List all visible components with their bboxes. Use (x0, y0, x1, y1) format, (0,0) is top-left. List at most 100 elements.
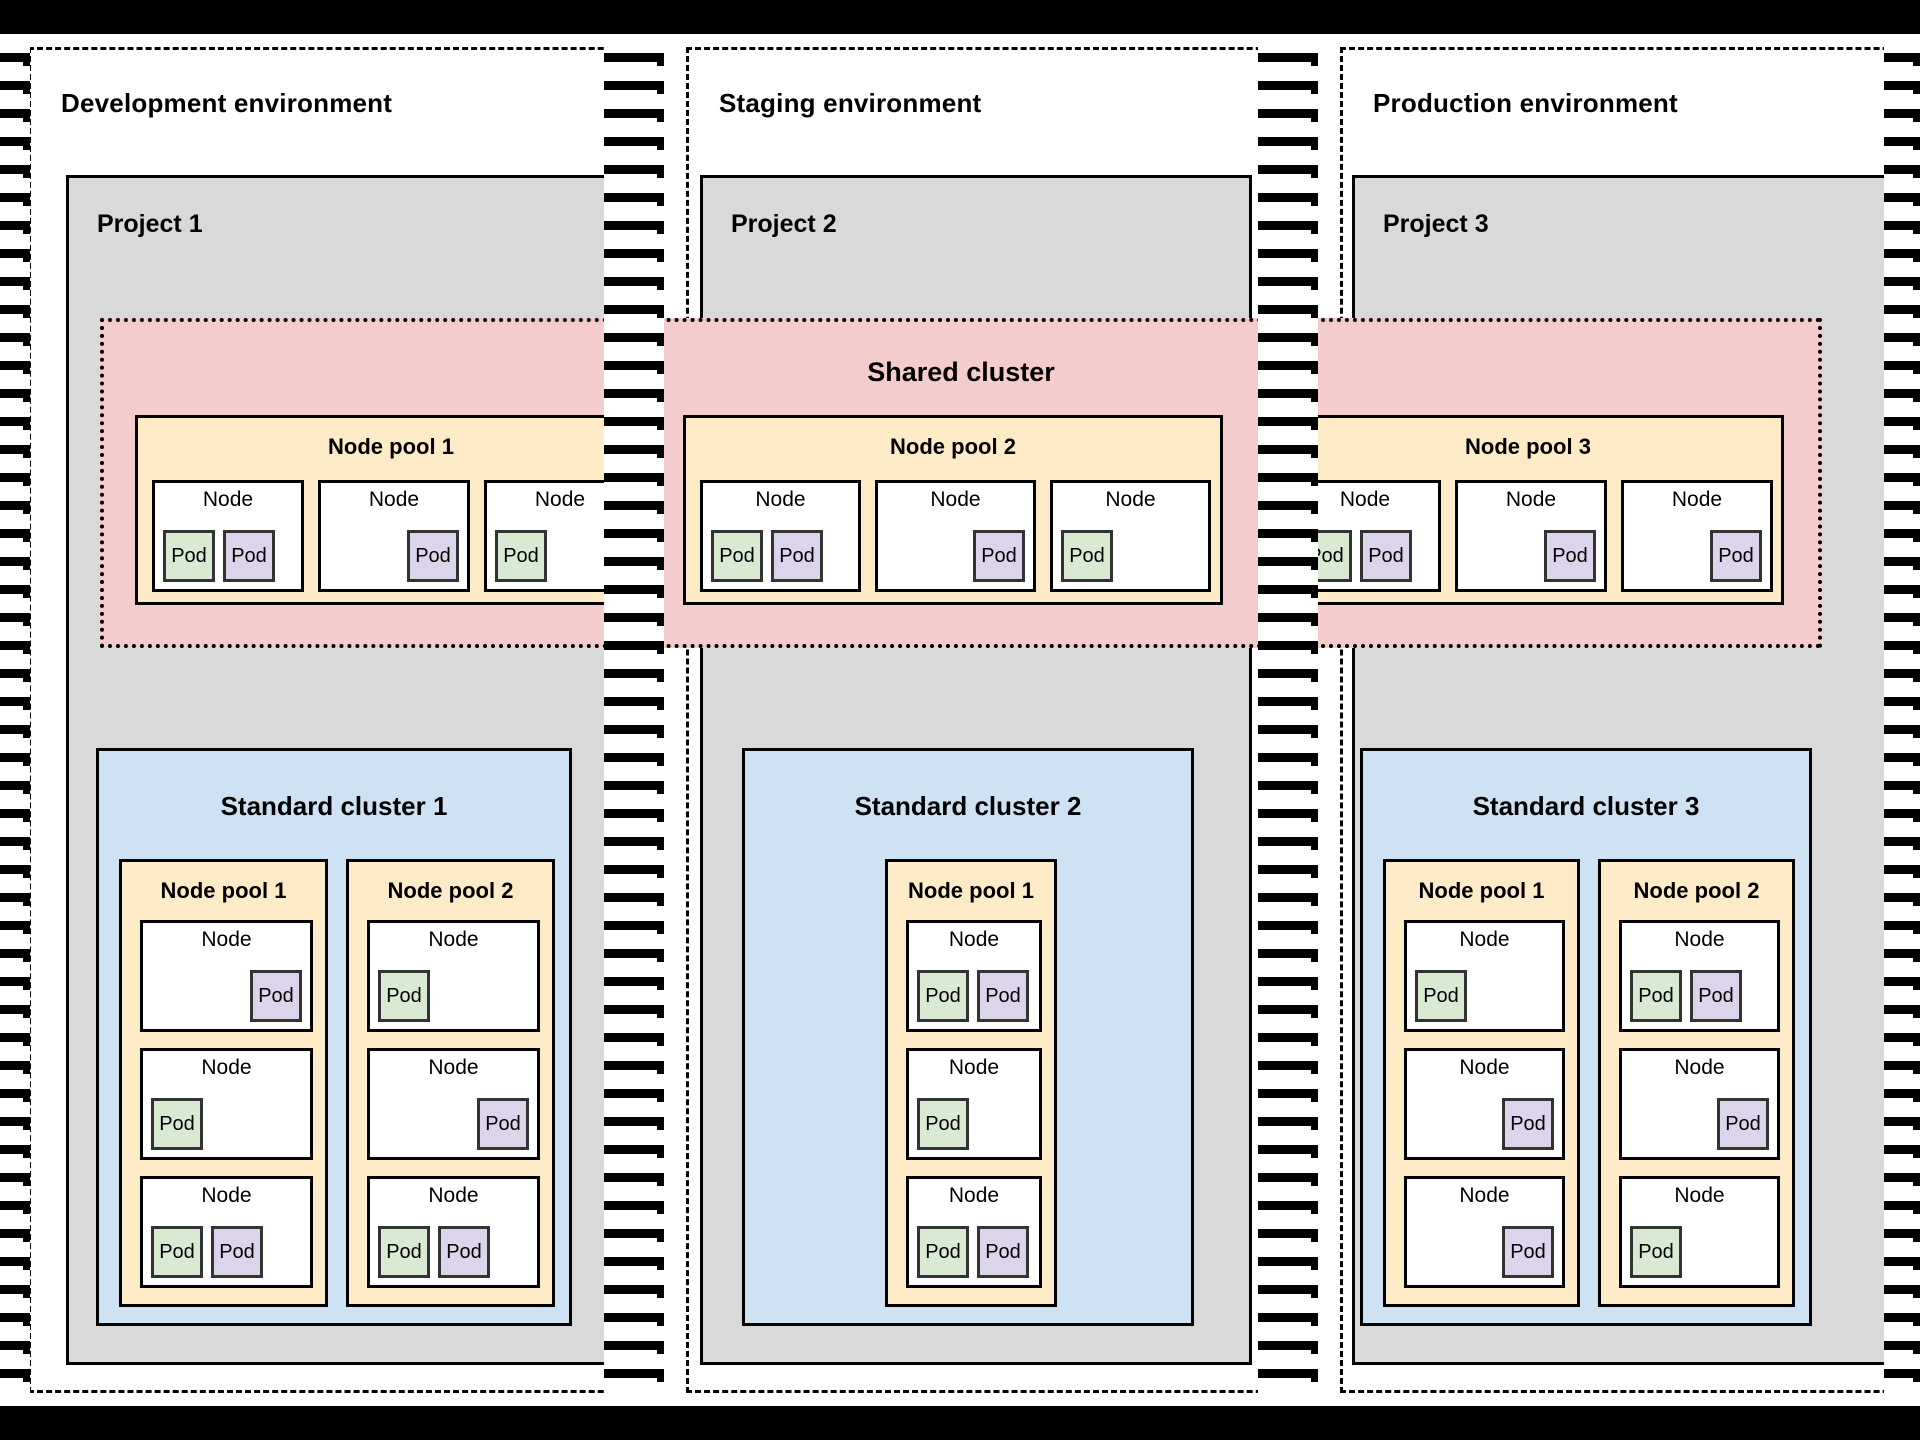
hatch-tip (1913, 619, 1920, 626)
hatch-tip (1913, 1319, 1920, 1326)
hatch-tip (1913, 1067, 1920, 1074)
hatch-rung (1884, 249, 1920, 258)
hatch-tip (1913, 1375, 1920, 1382)
pod-purple: Pod (407, 530, 459, 582)
hatch-rung (1884, 333, 1920, 342)
hatch-rung (1258, 697, 1318, 706)
hatch-rung (0, 529, 30, 538)
hatch-rung (1884, 1033, 1920, 1042)
pod-container: Pod (1630, 1098, 1769, 1150)
hatch-rung (1258, 501, 1318, 510)
hatch-tip (1913, 311, 1920, 318)
hatch-rung (604, 137, 664, 146)
hatch-tip (657, 311, 664, 318)
hatch-tip (657, 1011, 664, 1018)
node-pool-title: Node pool 1 (908, 878, 1034, 903)
node-label: Node (948, 1184, 1000, 1207)
hatch-rung (1884, 137, 1920, 146)
hatch-tip (657, 675, 664, 682)
hatch-tip (657, 59, 664, 66)
hatch-rung (0, 641, 30, 650)
hatch-tip (23, 1235, 30, 1242)
hatch-rung (604, 305, 664, 314)
hatch-tip (657, 87, 664, 94)
hatch-tip (1913, 1207, 1920, 1214)
hatch-rung (0, 1033, 30, 1042)
hatch-tip (1913, 507, 1920, 514)
hatch-rung (1258, 1341, 1318, 1350)
hatch-rung (1884, 697, 1920, 706)
hatch-tip (657, 1123, 664, 1130)
hatch-tip (657, 143, 664, 150)
hatch-tip (1913, 759, 1920, 766)
pod-container: Pod (378, 970, 529, 1022)
hatch-tip (1913, 227, 1920, 234)
pod-purple: Pod (223, 530, 275, 582)
hatch-rung (1884, 165, 1920, 174)
hatch-rung (1258, 1061, 1318, 1070)
hatch-rung (0, 1089, 30, 1098)
hatch-tip (657, 1039, 664, 1046)
hatch-tip (23, 759, 30, 766)
hatch-tip (23, 283, 30, 290)
hatch-tip (23, 59, 30, 66)
hatch-tip (657, 871, 664, 878)
hatch-rung (0, 389, 30, 398)
hatch-rung (604, 81, 664, 90)
hatch-tip (1913, 367, 1920, 374)
hatched-separator-3 (1258, 47, 1318, 1393)
hatch-tip (657, 255, 664, 262)
hatch-tip (657, 339, 664, 346)
hatch-rung (0, 613, 30, 622)
hatch-rung (0, 585, 30, 594)
hatch-tip (1913, 675, 1920, 682)
hatch-tip (1913, 1179, 1920, 1186)
hatch-rung (1884, 1089, 1920, 1098)
hatch-tip (1311, 311, 1318, 318)
hatch-rung (0, 697, 30, 706)
hatch-rung (1884, 417, 1920, 426)
hatch-tip (657, 1291, 664, 1298)
hatch-tip (1913, 787, 1920, 794)
hatch-tip (23, 395, 30, 402)
hatch-tip (1913, 1347, 1920, 1354)
hatched-separator-4 (1884, 47, 1920, 1393)
pod-container: Pod (917, 1098, 1031, 1150)
hatch-rung (1884, 193, 1920, 202)
pod-purple: Pod (250, 970, 302, 1022)
hatch-rung (1884, 1285, 1920, 1294)
hatch-tip (1311, 619, 1318, 626)
hatch-rung (604, 1089, 664, 1098)
hatch-rung (604, 1033, 664, 1042)
pod-container: Pod (1632, 530, 1762, 582)
pod-purple: Pod (1544, 530, 1596, 582)
hatch-tip (23, 815, 30, 822)
hatch-tip (23, 87, 30, 94)
hatch-rung (604, 1257, 664, 1266)
hatch-rung (604, 277, 664, 286)
hatch-tip (1311, 1207, 1318, 1214)
node-label: Node (1459, 928, 1510, 951)
node-pool-title: Node pool 1 (160, 878, 287, 903)
hatch-tip (1311, 1039, 1318, 1046)
hatch-rung (0, 809, 30, 818)
pod-container: Pod (1415, 1226, 1554, 1278)
hatch-tip (1311, 927, 1318, 934)
hatch-rung (604, 837, 664, 846)
hatch-rung (1884, 865, 1920, 874)
hatch-tip (1913, 1235, 1920, 1242)
hatch-tip (1311, 1347, 1318, 1354)
hatch-tip (1311, 171, 1318, 178)
hatch-rung (1258, 781, 1318, 790)
hatch-tip (657, 955, 664, 962)
hatch-tip (1311, 199, 1318, 206)
hatch-rung (0, 501, 30, 510)
hatch-tip (1913, 955, 1920, 962)
hatch-rung (0, 557, 30, 566)
node-label: Node (1459, 1184, 1510, 1207)
